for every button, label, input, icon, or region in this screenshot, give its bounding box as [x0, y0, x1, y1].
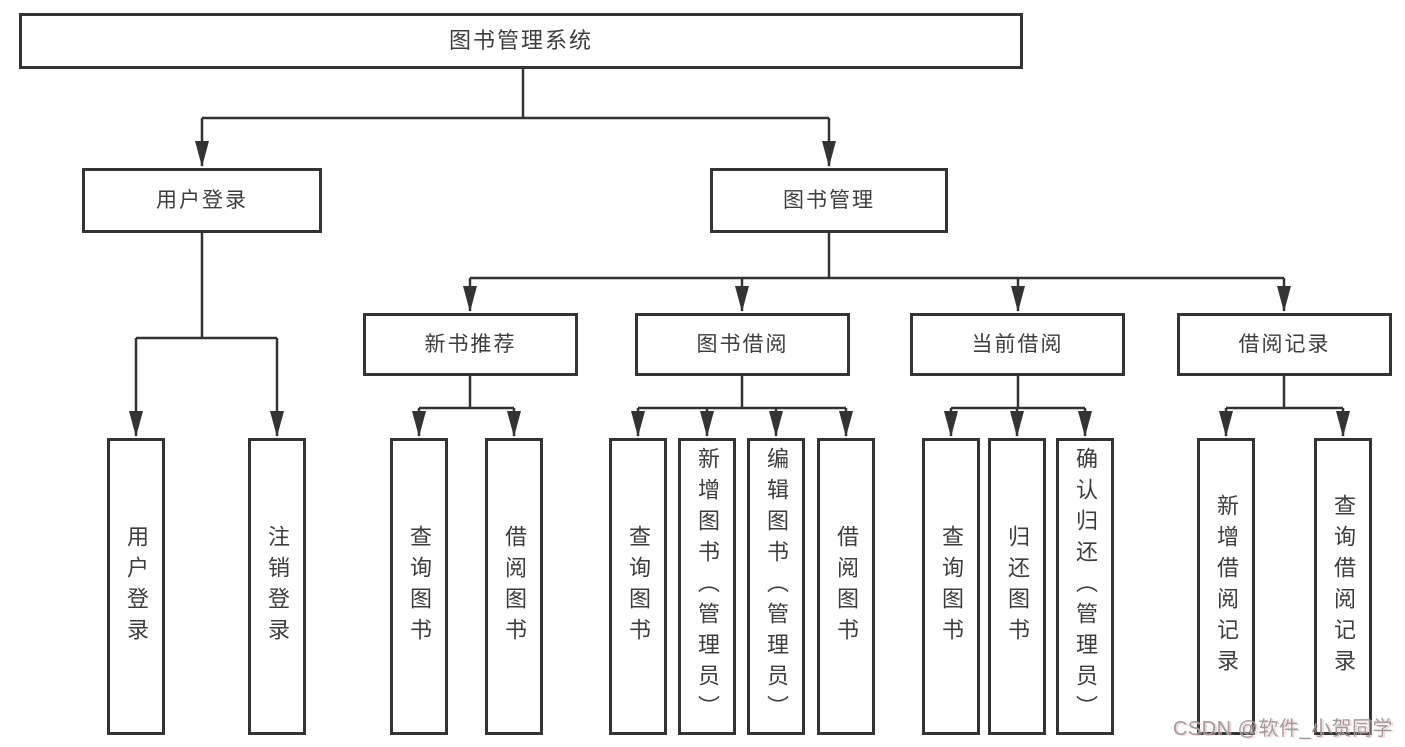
node-br-query-record: 查询借阅记录 [1314, 438, 1372, 735]
node-book-management: 图书管理 [710, 168, 948, 233]
node-bb-add-book: 新增图书（管理员） [678, 438, 736, 735]
node-label: 当前借阅 [971, 333, 1064, 356]
node-label: 查询图书 [939, 524, 964, 649]
node-nbr-borrow-book: 借阅图书 [485, 438, 543, 735]
node-borrow-record: 借阅记录 [1177, 313, 1392, 376]
node-label: 查询借阅记录 [1331, 493, 1356, 680]
node-label: 借阅图书 [834, 524, 859, 649]
node-current-borrow: 当前借阅 [910, 313, 1125, 376]
node-cb-query-book: 查询图书 [922, 438, 980, 735]
node-bb-query-book: 查询图书 [609, 438, 667, 735]
node-library-management-system: 图书管理系统 [19, 13, 1023, 69]
node-label: 图书管理系统 [448, 28, 593, 53]
node-book-borrow: 图书借阅 [635, 313, 850, 376]
node-bb-edit-book: 编辑图书（管理员） [747, 438, 805, 735]
node-label: 图书借阅 [696, 333, 789, 356]
node-label: 查询图书 [407, 524, 432, 649]
node-label: 查询图书 [626, 524, 651, 649]
node-label: 借阅记录 [1238, 333, 1331, 356]
node-logout: 注销登录 [248, 438, 306, 735]
node-br-add-record: 新增借阅记录 [1197, 438, 1255, 735]
node-bb-borrow-book: 借阅图书 [817, 438, 875, 735]
node-user-login: 用户登录 [82, 168, 322, 233]
node-user-login-leaf: 用户登录 [107, 438, 165, 735]
node-nbr-query-book: 查询图书 [390, 438, 448, 735]
node-label: 借阅图书 [502, 524, 527, 649]
node-label: 新书推荐 [424, 333, 517, 356]
node-label: 确认归还（管理员） [1073, 447, 1098, 726]
node-label: 图书管理 [783, 189, 875, 212]
node-label: 归还图书 [1005, 524, 1030, 649]
node-label: 用户登录 [156, 189, 248, 212]
node-label: 注销登录 [265, 524, 290, 649]
node-cb-confirm-return: 确认归还（管理员） [1056, 438, 1114, 735]
node-label: 新增借阅记录 [1214, 493, 1239, 680]
node-cb-return-book: 归还图书 [988, 438, 1046, 735]
csdn-watermark: CSDN @软件_小贺同学 [1172, 718, 1393, 740]
node-label: 新增图书（管理员） [695, 447, 720, 726]
node-label: 编辑图书（管理员） [764, 447, 789, 726]
node-label: 用户登录 [124, 524, 149, 649]
node-new-book-recommend: 新书推荐 [363, 313, 578, 376]
